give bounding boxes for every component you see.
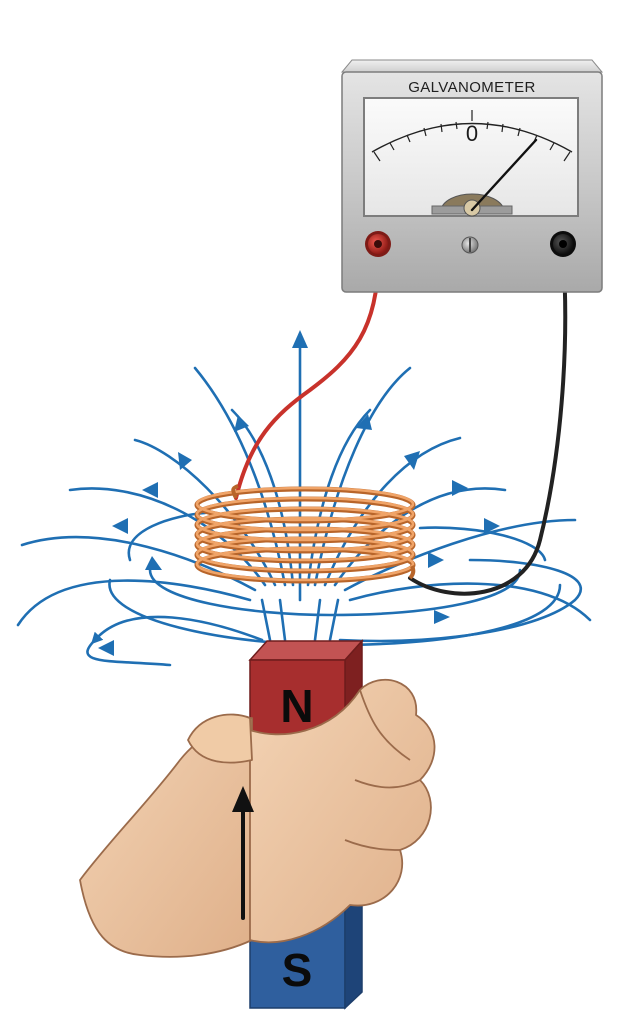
galvanometer: GALVANOMETER 0 <box>340 59 604 293</box>
hand <box>79 678 436 958</box>
field-arrow-bottom-left <box>98 640 114 656</box>
field-arrow-right-2 <box>452 480 468 496</box>
wire-coil <box>194 484 416 584</box>
field-line-right-3 <box>323 436 462 587</box>
galvanometer-needle <box>470 138 538 212</box>
field-arrow-bottom-right <box>428 552 444 568</box>
field-line-right-far <box>348 582 592 622</box>
field-line-gap-3 <box>313 598 322 642</box>
motion-arrow-head <box>232 786 254 812</box>
field-arrowheads <box>98 330 500 656</box>
field-arrow-right-1 <box>484 518 500 534</box>
field-arrow-ellipse-left <box>145 556 162 570</box>
field-arrow-left-2 <box>142 482 158 498</box>
black-lead-wire <box>408 250 568 596</box>
field-arrow-center <box>292 330 308 348</box>
magnet-motion-arrow <box>232 786 254 920</box>
field-arrow-left-4 <box>234 415 249 432</box>
red-terminal <box>365 231 391 257</box>
galvanometer-scale-ticks <box>373 110 571 162</box>
wires <box>234 250 568 596</box>
field-arrow-left-1 <box>112 518 128 534</box>
field-line-gap-1 <box>260 598 272 642</box>
field-arrow-ellipse-right <box>434 610 450 624</box>
north-pole-label: N <box>280 680 313 732</box>
hand-palm <box>79 717 253 958</box>
hand-thumb <box>187 713 253 764</box>
galvanometer-title: GALVANOMETER <box>408 79 536 96</box>
field-line-bottom-loop <box>338 558 583 643</box>
black-terminal <box>550 231 576 257</box>
field-arrow-right-4 <box>356 414 372 430</box>
red-lead-wire <box>234 250 381 500</box>
galvanometer-scale-arc <box>371 122 573 153</box>
field-line-ellipse-1 <box>148 568 522 617</box>
field-line-gap-2 <box>278 598 287 642</box>
south-pole-label: S <box>282 944 313 996</box>
field-line-left-2 <box>68 487 267 587</box>
field-line-right-5 <box>306 408 372 587</box>
field-line-ellipse-4 <box>418 526 547 562</box>
field-line-gap-4 <box>328 598 340 642</box>
field-line-outer-right <box>86 615 264 667</box>
field-line-left-far <box>16 579 252 627</box>
field-arrow-right-3 <box>404 451 420 470</box>
field-arrow-left-3 <box>178 452 192 470</box>
galvanometer-zero-label: 0 <box>466 121 478 146</box>
galvanometer-top <box>340 59 604 73</box>
